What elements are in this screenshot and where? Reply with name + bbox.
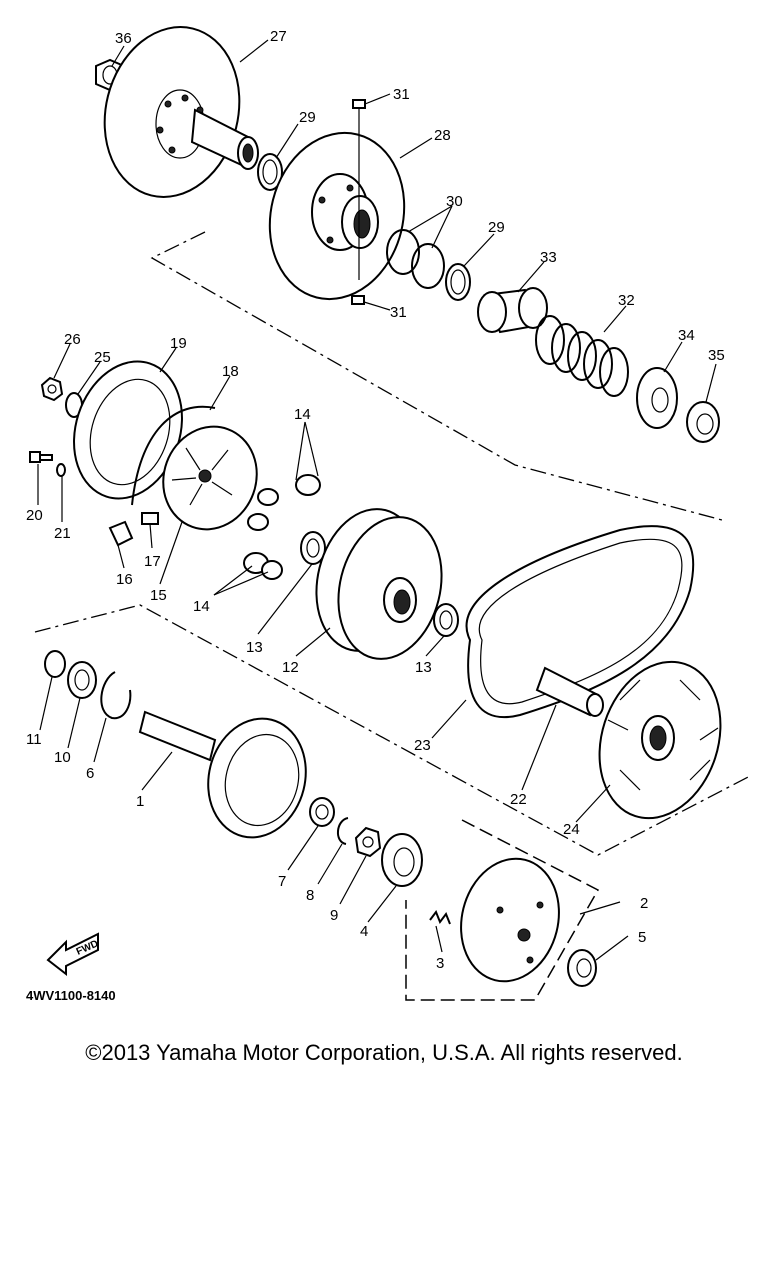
part-28-sliding-sheave — [268, 131, 406, 301]
part-3-spring — [429, 909, 451, 925]
part-26-nut — [40, 376, 64, 402]
assembly-boundary-upper — [150, 231, 723, 521]
part-18-seal-ring — [131, 405, 216, 506]
part-10-bearing — [67, 661, 97, 699]
callout-16: 16 — [116, 571, 133, 588]
callout-23: 23 — [414, 737, 431, 754]
part-5-nut — [567, 949, 597, 987]
callout-8: 8 — [306, 887, 314, 904]
part-15-cam-plate — [162, 425, 258, 531]
callout-31-upper: 31 — [393, 86, 410, 103]
callout-4: 4 — [360, 923, 368, 940]
callout-34: 34 — [678, 327, 695, 344]
part-9-nut — [354, 826, 382, 858]
callout-5: 5 — [638, 929, 646, 946]
part-30-oring-b — [411, 243, 445, 289]
callout-15: 15 — [150, 587, 167, 604]
callout-13-right: 13 — [415, 659, 432, 676]
callout-17: 17 — [144, 553, 161, 570]
callout-22: 22 — [510, 791, 527, 808]
callout-20: 20 — [26, 507, 43, 524]
part-16-slider-holder — [108, 520, 134, 547]
callout-18: 18 — [222, 363, 239, 380]
part-1-primary-shaft-housing — [138, 710, 307, 839]
part-22-secondary-shaft — [535, 666, 604, 717]
part-12-primary-sliding-sheave — [315, 508, 443, 660]
part-31-pin-lower — [351, 295, 365, 305]
fwd-arrow-icon: FWD — [46, 932, 100, 977]
part-34-washer — [636, 367, 678, 429]
part-2-clutch-carrier — [460, 857, 560, 983]
part-11-oring — [44, 650, 66, 678]
part-17-slider — [141, 512, 159, 525]
callout-14-upper: 14 — [294, 406, 311, 423]
callout-9: 9 — [330, 907, 338, 924]
part-24-fan-sheave — [598, 660, 722, 820]
callout-29-upper: 29 — [299, 109, 316, 126]
part-4-one-way-clutch — [381, 833, 423, 887]
callout-11: 11 — [26, 731, 42, 748]
callout-10: 10 — [54, 749, 71, 766]
part-35-nut — [686, 401, 720, 443]
part-29-collar-upper — [257, 153, 283, 191]
part-29-collar-lower — [445, 263, 471, 301]
callout-7: 7 — [278, 873, 286, 890]
leader-lines — [37, 39, 717, 961]
callout-19: 19 — [170, 335, 187, 352]
callout-35: 35 — [708, 347, 725, 364]
callout-24: 24 — [563, 821, 580, 838]
callout-3: 3 — [436, 955, 444, 972]
callout-25: 25 — [94, 349, 111, 366]
callout-1: 1 — [136, 793, 144, 810]
part-7-bearing — [309, 797, 335, 827]
callout-6: 6 — [86, 765, 94, 782]
part-23-vbelt — [465, 525, 695, 719]
part-20-bolt — [29, 451, 53, 463]
clutch-group-boundary — [405, 819, 600, 1001]
copyright-notice: ©2013 Yamaha Motor Corporation, U.S.A. A… — [85, 1040, 683, 1065]
callout-28: 28 — [434, 127, 451, 144]
assembly-boundary-lower — [34, 604, 753, 856]
callout-36: 36 — [115, 30, 132, 47]
diagram-code: 4WV1100-8140 — [26, 988, 116, 1003]
part-21-washer — [56, 463, 66, 477]
callout-33: 33 — [540, 249, 557, 266]
part-13-collar-a — [300, 531, 326, 565]
part-14-weight-rollers — [213, 421, 321, 596]
callout-30: 30 — [446, 193, 463, 210]
callout-26: 26 — [64, 331, 81, 348]
callout-13-left: 13 — [246, 639, 263, 656]
callout-27: 27 — [270, 28, 287, 45]
part-8-circlip — [337, 817, 349, 845]
callout-29-lower: 29 — [488, 219, 505, 236]
callout-32: 32 — [618, 292, 635, 309]
part-13-collar-b — [433, 603, 459, 637]
part-27-fixed-sheave — [103, 26, 259, 198]
part-32-compression-spring — [535, 315, 629, 397]
callout-12: 12 — [282, 659, 299, 676]
part-6-circlip — [100, 671, 132, 720]
exploded-parts-diagram: FWD 4WV1100-8140 — [26, 26, 753, 1003]
callout-31-lower: 31 — [390, 304, 407, 321]
callout-21: 21 — [54, 525, 71, 542]
part-33-spring-seat — [477, 287, 548, 334]
part-30-oring-a — [386, 229, 420, 275]
callout-2: 2 — [640, 895, 648, 912]
callout-14-lower: 14 — [193, 598, 210, 615]
part-19-cam-cover — [73, 360, 183, 500]
